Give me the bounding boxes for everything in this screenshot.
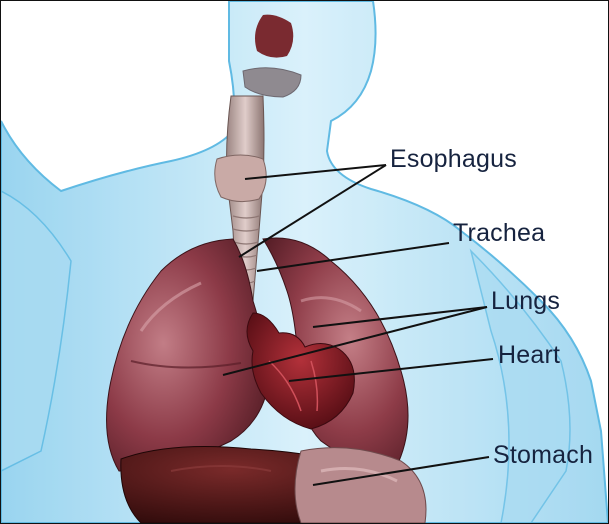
nasal-cavity — [255, 15, 293, 58]
label-trachea: Trachea — [453, 221, 545, 246]
label-lungs: Lungs — [491, 289, 560, 314]
label-heart: Heart — [498, 343, 560, 368]
label-esophagus: Esophagus — [390, 147, 517, 172]
label-stomach: Stomach — [493, 443, 593, 468]
